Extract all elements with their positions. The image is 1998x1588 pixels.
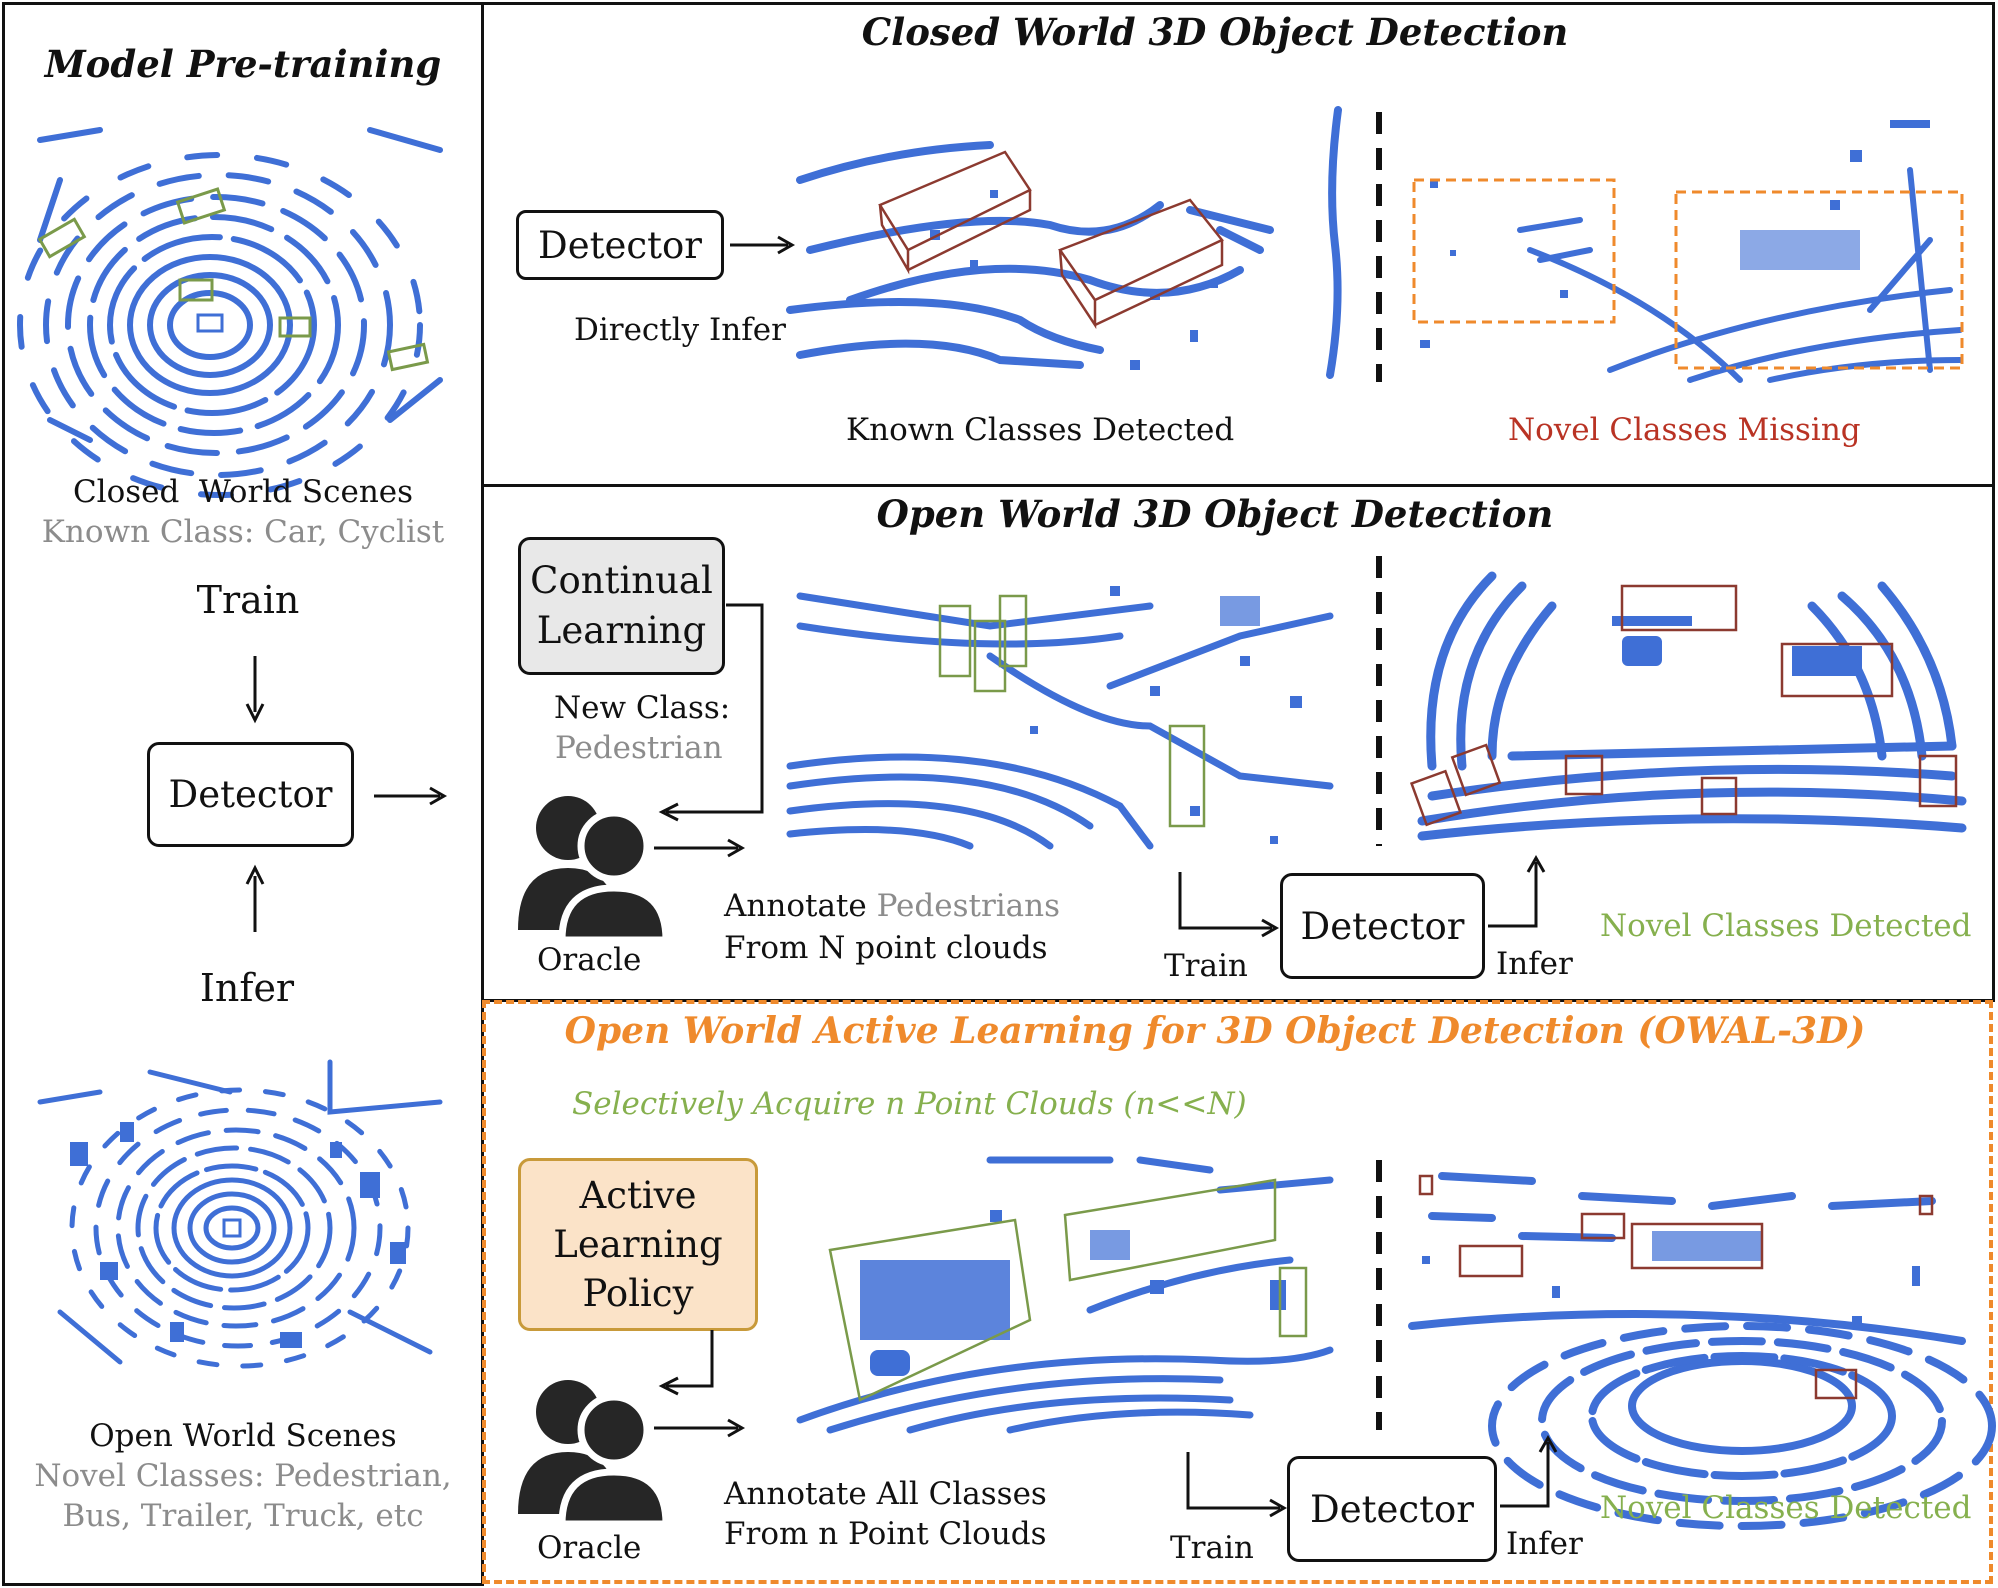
open-divider-dashed-line: [1376, 556, 1382, 846]
closed-world-scene-image: [17, 127, 443, 498]
continual-learning-line2: Learning: [536, 609, 707, 652]
owal-oracle-to-annotate-arrow: [654, 1418, 746, 1438]
open-world-scene-image: [37, 1059, 443, 1369]
closed-divider-dashed-line: [1376, 112, 1382, 382]
open-world-title: Open World 3D Object Detection: [876, 492, 1554, 536]
continual-to-oracle-arrow: [658, 603, 764, 822]
policy-line3: Policy: [582, 1272, 694, 1315]
open-train-arrow: [1178, 872, 1280, 938]
left-to-right-arrow: [374, 786, 448, 806]
novel-classes-line1: Novel Classes: Pedestrian,: [34, 1458, 452, 1494]
policy-to-oracle-arrow: [658, 1330, 714, 1396]
novel-classes-missing-label: Novel Classes Missing: [1508, 412, 1861, 448]
policy-line2: Learning: [553, 1223, 723, 1266]
novel-classes-line2: Bus, Trailer, Truck, etc: [62, 1498, 424, 1534]
open-infer-arrow: [1488, 854, 1546, 928]
owal-train-label: Train: [1170, 1530, 1254, 1566]
oracle-to-annotate-arrow: [654, 838, 746, 858]
new-class-label: New Class:: [554, 690, 731, 726]
closed-known-pointcloud: [786, 141, 1274, 370]
closed-detector-box: Detector: [516, 210, 724, 280]
owal-subtitle: Selectively Acquire n Point Clouds (n<<N…: [572, 1086, 1247, 1122]
closed-world-scenes-label: Closed World Scenes: [72, 474, 414, 510]
annotate-pedestrians-text: Annotate Pedestrians: [724, 888, 1060, 924]
open-world-scenes-label: Open World Scenes: [89, 1418, 397, 1454]
owal-annotate-line1: Annotate All Classes: [724, 1476, 1047, 1512]
known-classes-detected-label: Known Classes Detected: [846, 412, 1235, 448]
closed-world-title: Closed World 3D Object Detection: [861, 10, 1569, 54]
owal-divider-dashed-line: [1376, 1160, 1382, 1430]
known-class-text: Known Class: Car, Cyclist: [41, 514, 445, 550]
closed-left-strip-pointcloud: [1326, 106, 1342, 379]
left-detector-box: Detector: [147, 742, 354, 847]
open-novel-detected-label: Novel Classes Detected: [1600, 908, 1972, 944]
owal-oracle-icon: [518, 1380, 670, 1528]
new-class-value: Pedestrian: [555, 730, 723, 766]
open-detector-box: Detector: [1280, 873, 1485, 979]
oracle-icon: [518, 796, 670, 944]
owal-infer-arrow: [1500, 1434, 1558, 1508]
annotate-prefix: Annotate: [724, 888, 877, 924]
annotate-highlight: Pedestrians: [876, 888, 1061, 924]
open-annotate-pointcloud: [786, 586, 1334, 850]
left-infer-label: Infer: [199, 966, 295, 1010]
directly-infer-label: Directly Infer: [574, 312, 786, 348]
open-detected-pointcloud: [1409, 571, 1967, 841]
owal-train-arrow: [1186, 1452, 1288, 1518]
continual-learning-box: Continual Learning: [518, 537, 725, 675]
oracle-label: Oracle: [537, 942, 642, 978]
open-infer-label: Infer: [1496, 946, 1573, 982]
continual-learning-line1: Continual: [530, 559, 713, 602]
left-up-arrow: [245, 864, 265, 932]
left-down-arrow: [245, 656, 265, 724]
active-learning-policy-box: Active Learning Policy: [518, 1158, 758, 1331]
pretraining-title: Model Pre-training: [44, 42, 442, 86]
left-train-label: Train: [196, 578, 300, 622]
owal-detected-pointcloud: [1408, 1172, 1996, 1530]
owal-infer-label: Infer: [1506, 1526, 1583, 1562]
open-train-label: Train: [1164, 948, 1248, 984]
owal-annotate-pointcloud: [796, 1156, 1334, 1434]
owal-detector-box: Detector: [1287, 1456, 1497, 1562]
owal-novel-detected-label: Novel Classes Detected: [1600, 1490, 1972, 1526]
annotate-line2: From N point clouds: [724, 930, 1048, 966]
closed-novel-pointcloud: [1412, 120, 1964, 383]
closed-detector-arrow: [730, 235, 796, 255]
owal-annotate-line2: From n Point Clouds: [724, 1516, 1047, 1552]
policy-line1: Active: [579, 1174, 697, 1217]
owal-oracle-label: Oracle: [537, 1530, 642, 1566]
owal-title: Open World Active Learning for 3D Object…: [564, 1010, 1866, 1052]
owal-dashed-frame: [482, 1000, 1993, 1584]
